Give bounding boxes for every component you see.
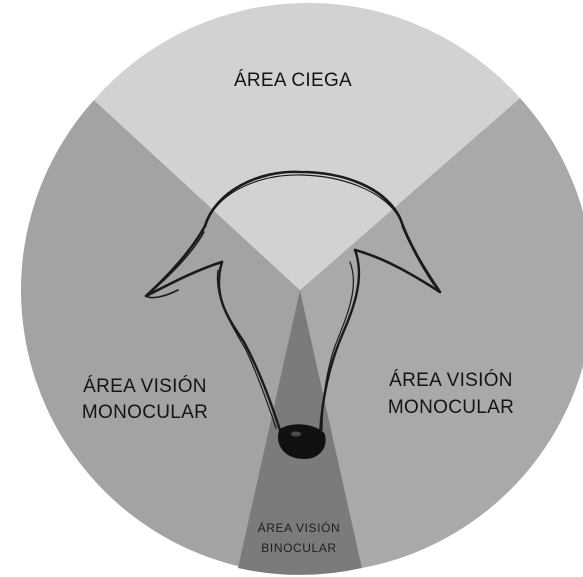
monocular-left-label-line1: ÁREA VISIÓN: [83, 375, 207, 397]
binocular-label-line2: BINOCULAR: [261, 541, 336, 555]
binocular-label-line1: ÁREA VISIÓN: [258, 520, 341, 535]
dog-nose-highlight: [291, 432, 301, 437]
monocular-right-label-line2: MONOCULAR: [388, 397, 514, 418]
dog-nose: [279, 425, 325, 458]
monocular-left-label-line2: MONOCULAR: [82, 402, 208, 423]
monocular-right-label-line1: ÁREA VISIÓN: [389, 369, 513, 391]
blind-area-label: ÁREA CIEGA: [234, 70, 352, 91]
